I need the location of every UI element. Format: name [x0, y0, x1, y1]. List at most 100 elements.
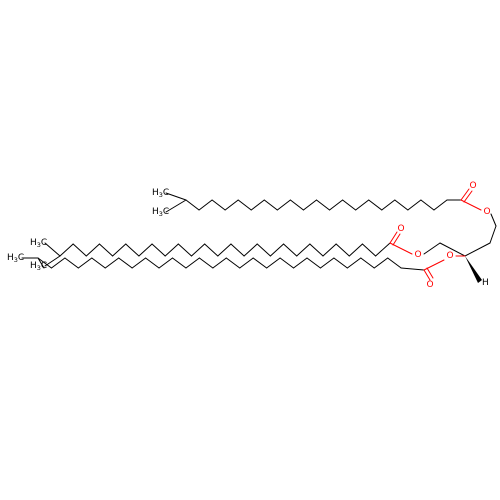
- chain2-carbonyl-bond: [389, 231, 398, 244]
- oxygen-label-ester-3: O: [446, 251, 453, 261]
- chain3-bond: [172, 257, 187, 269]
- chain2-bond: [191, 243, 206, 257]
- oxygen-label-ester-2: O: [414, 250, 421, 260]
- chain2-bond: [204, 243, 219, 257]
- bond-layer: [21, 188, 497, 283]
- chain3-bond: [77, 257, 93, 269]
- chain2-bond: [269, 243, 285, 257]
- hydrogen-label-stereocenter: H: [482, 278, 489, 288]
- chain2-bond: [59, 243, 74, 257]
- chain1-carbonyl-bond: [463, 190, 473, 203]
- chain1-bond: [185, 199, 200, 211]
- chain2-bond: [243, 243, 258, 257]
- chain1-bond: [433, 199, 448, 211]
- chain3-bond: [400, 267, 425, 271]
- chain3-bond: [346, 257, 362, 269]
- chain2-bond: [296, 243, 311, 257]
- chain3-bond: [104, 257, 120, 269]
- chain1-methyl-bond: [165, 199, 187, 213]
- chain2-ester-bond: [389, 242, 413, 255]
- chain1-bond: [329, 199, 344, 211]
- chain2-bond: [309, 243, 324, 257]
- chain3-bond: [387, 257, 402, 269]
- chain3-bond: [266, 257, 281, 269]
- chain2-bond: [322, 243, 337, 257]
- chain3-bond: [64, 257, 79, 269]
- chain3-bond: [37, 257, 52, 269]
- chain1-bond: [263, 199, 278, 211]
- chain3-carbonyl-bond: [426, 267, 434, 279]
- chain3-carbonyl-bond: [423, 269, 431, 281]
- chain3-bond: [185, 257, 200, 269]
- chain2-bond: [85, 243, 100, 257]
- chain2-bond: [151, 243, 166, 257]
- chain1-bond: [224, 199, 239, 211]
- chain1-bond: [302, 199, 317, 211]
- chain3-ester-bond: [423, 259, 445, 271]
- chain3-bond: [145, 257, 160, 269]
- glycerol-bond: [489, 225, 497, 244]
- chain3-bond: [293, 257, 308, 269]
- chain2-bond: [138, 243, 153, 257]
- oxygen-label-carbonyl-2: O: [397, 224, 404, 234]
- chain3-bond: [319, 257, 335, 269]
- chain2-bond: [256, 243, 271, 257]
- chain1-bond: [237, 199, 252, 211]
- chain3-bond: [91, 257, 106, 269]
- chain3-bond: [239, 257, 254, 269]
- glycerol-bond: [490, 213, 497, 227]
- chain3-bond: [333, 257, 348, 269]
- oxygen-label-carbonyl-1: O: [469, 181, 476, 191]
- chain2-bond: [98, 243, 114, 257]
- chain1-carbonyl-bond: [460, 188, 470, 201]
- chain1-bond: [355, 199, 370, 211]
- chain2-methyl-bond: [44, 255, 61, 267]
- oxygen-label-ester-1: O: [483, 207, 490, 217]
- chain2-bond: [283, 243, 298, 257]
- chain1-bond: [342, 199, 357, 211]
- methyl-label-chain1-a: H3C: [152, 188, 169, 199]
- chain2-bond: [217, 243, 232, 257]
- chain1-bond: [198, 199, 213, 211]
- chain1-bond: [289, 199, 304, 211]
- chain2-bond: [361, 243, 377, 257]
- methyl-label-chain2-a: H3C: [30, 238, 47, 249]
- chain3-bond: [131, 257, 147, 269]
- chain3-bond: [306, 257, 321, 269]
- methyl-label-chain1-b: H3C: [152, 207, 169, 218]
- methyl-label-chain3: H3C: [7, 253, 24, 264]
- chain3-ethyl-bond: [37, 257, 45, 269]
- chain1-bond: [211, 199, 226, 211]
- chain3-bond: [118, 257, 133, 269]
- chain2-bond: [72, 243, 87, 257]
- chain3-bond: [252, 257, 268, 269]
- chain2-carbonyl-bond: [392, 233, 401, 246]
- chain2-methyl-bond: [44, 242, 61, 257]
- chain3-bond: [373, 257, 389, 269]
- chain1-bond: [394, 199, 409, 211]
- glycerol-bond: [464, 242, 491, 257]
- chain2-bond: [375, 242, 391, 257]
- chain2-bond: [112, 243, 127, 257]
- chain1-bond: [407, 199, 422, 211]
- chain2-bond: [230, 243, 245, 257]
- chain1-ester-bond: [460, 199, 482, 211]
- methyl-label-chain2-b: H3C: [30, 261, 47, 272]
- chain1-bond: [276, 199, 291, 211]
- chain3-bond: [198, 257, 214, 269]
- chain1-methyl-bond: [165, 192, 187, 201]
- chain1-bond: [250, 199, 265, 211]
- glycerol-bond: [423, 242, 441, 255]
- chain2-bond: [335, 243, 350, 257]
- chain2-bond: [177, 243, 192, 257]
- chain2-bond: [348, 243, 363, 257]
- chain3-bond: [279, 257, 295, 269]
- oxygen-label-carbonyl-3: O: [426, 280, 433, 290]
- chain2-bond: [125, 243, 140, 257]
- chain3-bond: [50, 257, 66, 269]
- chain3-bond: [158, 257, 173, 269]
- chain1-bond: [316, 199, 331, 211]
- chain3-bond: [360, 257, 375, 269]
